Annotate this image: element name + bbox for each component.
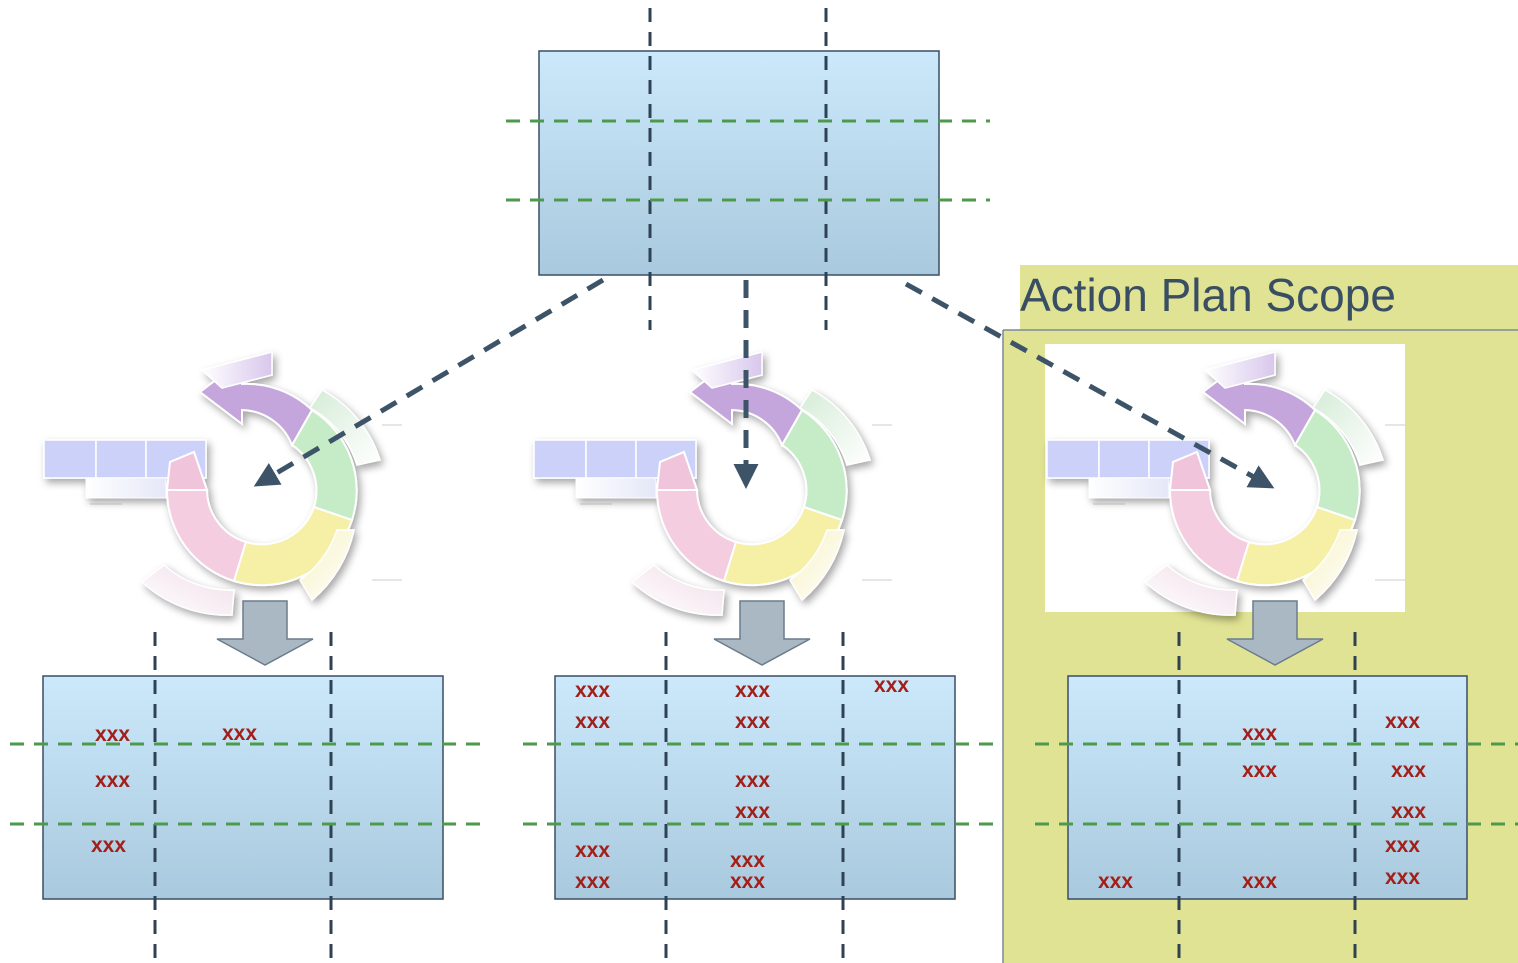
top-matrix-box (506, 8, 990, 330)
matrix-middle-mark: xxx (874, 674, 910, 697)
matrix-middle-mark: xxx (575, 870, 611, 893)
matrix-left-mark: xxx (91, 834, 127, 857)
matrix-left-mark: xxx (95, 723, 131, 746)
matrix-right-mark: xxx (1242, 722, 1278, 745)
matrix-middle-box (554, 675, 956, 900)
matrix-left-mark: xxx (222, 722, 258, 745)
matrix-middle-mark: xxx (575, 710, 611, 733)
matrix-right-mark: xxx (1391, 759, 1427, 782)
matrix-middle-mark: xxx (575, 679, 611, 702)
flow-arrows (253, 277, 1275, 489)
matrix-right-box (1067, 675, 1468, 900)
matrix-right-mark: xxx (1242, 870, 1278, 893)
matrix-middle-mark: xxx (730, 870, 766, 893)
block-arrow-middle (713, 600, 811, 666)
matrix-middle-mark: xxx (735, 800, 771, 823)
bottom-vertical-dividers (153, 632, 1357, 963)
action-plan-scope-label: Action Plan Scope (1020, 269, 1396, 321)
matrix-middle-mark: xxx (730, 849, 766, 872)
cycle-wheel-left (44, 352, 402, 615)
matrix-right-mark: xxx (1391, 800, 1427, 823)
matrix-right-mark: xxx (1385, 866, 1421, 889)
bottom-horizontal-dividers (10, 742, 1518, 826)
matrix-right-mark: xxx (1385, 710, 1421, 733)
matrix-middle-mark: xxx (735, 769, 771, 792)
matrix-right-mark: xxx (1098, 870, 1134, 893)
matrix-middle-mark: xxx (735, 679, 771, 702)
cycle-wheel-middle (534, 352, 892, 615)
matrix-middle-mark: xxx (735, 710, 771, 733)
matrix-middle-mark: xxx (575, 839, 611, 862)
matrix-left-mark: xxx (95, 769, 131, 792)
matrix-left-box (42, 675, 444, 900)
matrix-right-mark: xxx (1242, 759, 1278, 782)
matrix-right-mark: xxx (1385, 834, 1421, 857)
